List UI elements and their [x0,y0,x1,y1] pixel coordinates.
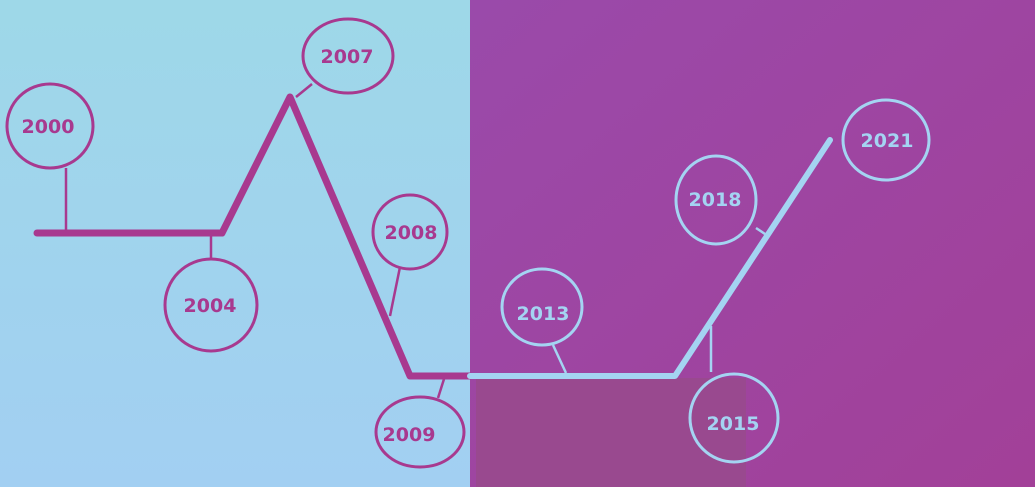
right-lower-panel [476,378,746,487]
milestone-year-label: 2021 [861,130,914,152]
milestone-2007: 2007 [301,17,395,95]
milestone-year-label: 2004 [184,295,237,317]
milestone-year-label: 2013 [517,303,570,325]
timeline-line-left [33,93,474,380]
milestone-2021: 2021 [841,98,931,182]
milestone-2013: 2013 [500,267,584,347]
milestone-2015: 2015 [688,372,780,464]
milestone-year-label: 2007 [321,46,374,68]
timeline-line-right [467,137,833,379]
milestone-year-label: 2018 [689,189,742,211]
milestone-year-label: 2008 [385,222,438,244]
milestone-2009: 2009 [374,395,466,469]
milestone-year-label: 2009 [383,424,436,446]
milestone-2000: 2000 [5,82,95,170]
milestone-year-label: 2015 [707,413,760,435]
milestone-year-label: 2000 [22,116,75,138]
milestone-2008: 2008 [371,193,449,271]
milestone-2004: 2004 [163,257,259,353]
connector-lines [64,83,766,399]
milestone-2018: 2018 [674,154,758,246]
